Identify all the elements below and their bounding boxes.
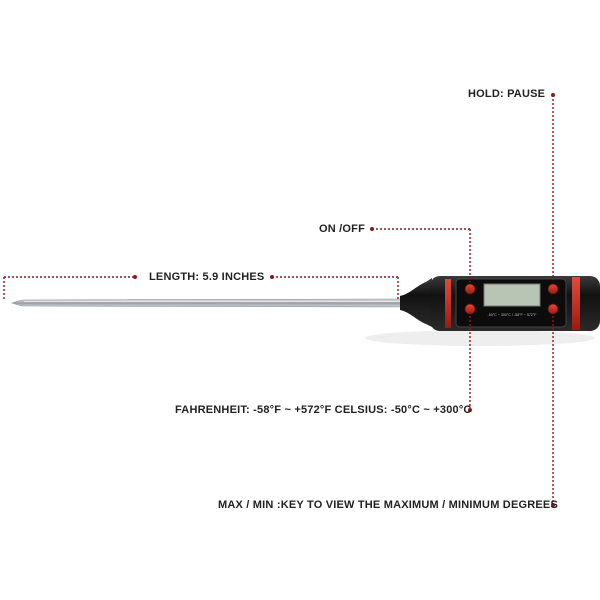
- mode-button[interactable]: [464, 303, 476, 315]
- hold-button[interactable]: [547, 283, 559, 295]
- on-off-label: ON /OFF: [319, 223, 366, 235]
- max-min-button[interactable]: [547, 303, 559, 315]
- leader-dots: [133, 93, 555, 507]
- leader-lines: [3, 95, 554, 505]
- max-min-label: MAX / MIN :KEY TO VIEW THE MAXIMUM / MIN…: [218, 499, 559, 511]
- hold-pause-label: HOLD: PAUSE: [468, 88, 546, 100]
- lcd-display: [483, 283, 541, 307]
- length-label: LENGTH: 5.9 INCHES: [149, 271, 265, 283]
- probe: [10, 298, 406, 308]
- temperature-range-label: FAHRENHEIT: -58°F ~ +572°F CELSIUS: -50°…: [175, 404, 472, 416]
- on-off-button[interactable]: [464, 283, 476, 295]
- shadow: [365, 330, 595, 346]
- body-scale-text: -50°C ~ 300°C / -58°F ~ 572°F: [488, 313, 538, 317]
